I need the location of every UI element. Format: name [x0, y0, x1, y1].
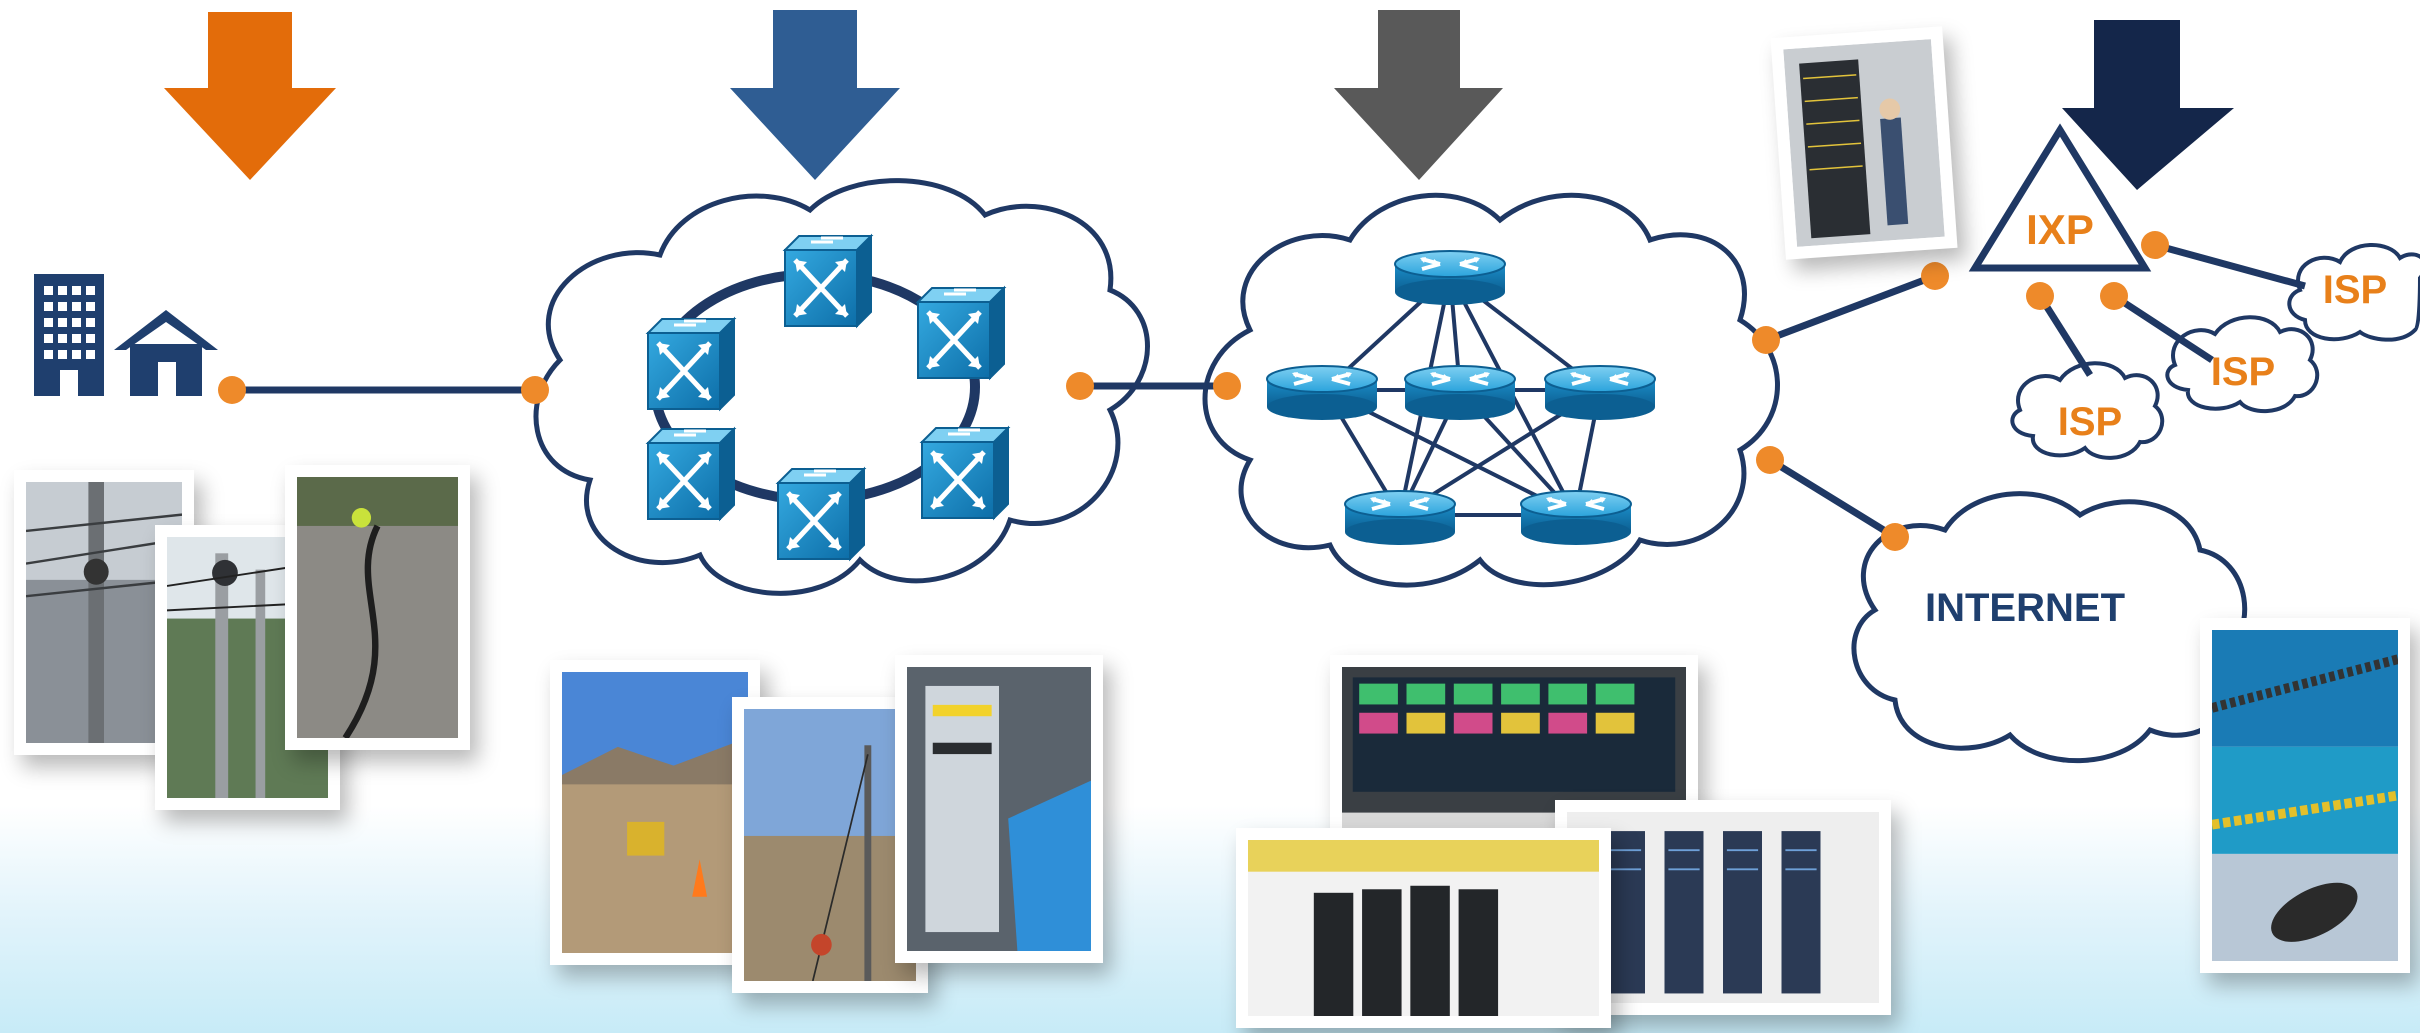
isp-label: ISP — [2210, 350, 2276, 394]
cloud-icon — [2165, 315, 2320, 414]
isp-label: ISP — [2322, 268, 2388, 312]
connector-dots — [218, 231, 2169, 551]
router-icon — [1543, 364, 1657, 422]
photo-data-center — [1236, 828, 1611, 1028]
photo-equipment-rack — [895, 655, 1103, 963]
optical-switch-icon — [922, 428, 1008, 518]
optical-switch-icon — [648, 429, 734, 519]
router-icon — [1403, 364, 1517, 422]
photo-server-racks — [1555, 800, 1891, 1015]
optical-switch-icon — [918, 288, 1004, 378]
down-arrow-icon — [2062, 20, 2234, 190]
house-icon — [114, 310, 218, 396]
router-icon — [1265, 364, 1379, 422]
down-arrow-icon — [730, 10, 900, 180]
router-icon — [1393, 249, 1507, 307]
cloud-icon — [2010, 361, 2165, 460]
ixp-triangle — [1968, 123, 2152, 272]
office-building-icon — [34, 274, 104, 396]
photo-road-cable — [285, 465, 470, 750]
down-arrow-icon — [1334, 10, 1503, 180]
optical-switch-icon — [778, 469, 864, 559]
photo-fiber-trench — [550, 660, 760, 965]
ixp-label: IXP — [2026, 206, 2094, 253]
network-links — [232, 241, 2306, 540]
isp-label: ISP — [2057, 400, 2123, 444]
optical-switch-icon — [785, 236, 871, 326]
router-icon — [1519, 489, 1633, 547]
down-arrow-icon — [164, 12, 336, 180]
photo-datacenter-worker — [1770, 26, 1958, 260]
optical-switch-icon — [648, 319, 734, 409]
photo-submarine-satellite — [2200, 618, 2410, 973]
internet-label: INTERNET — [1925, 586, 2125, 630]
router-icon — [1343, 489, 1457, 547]
